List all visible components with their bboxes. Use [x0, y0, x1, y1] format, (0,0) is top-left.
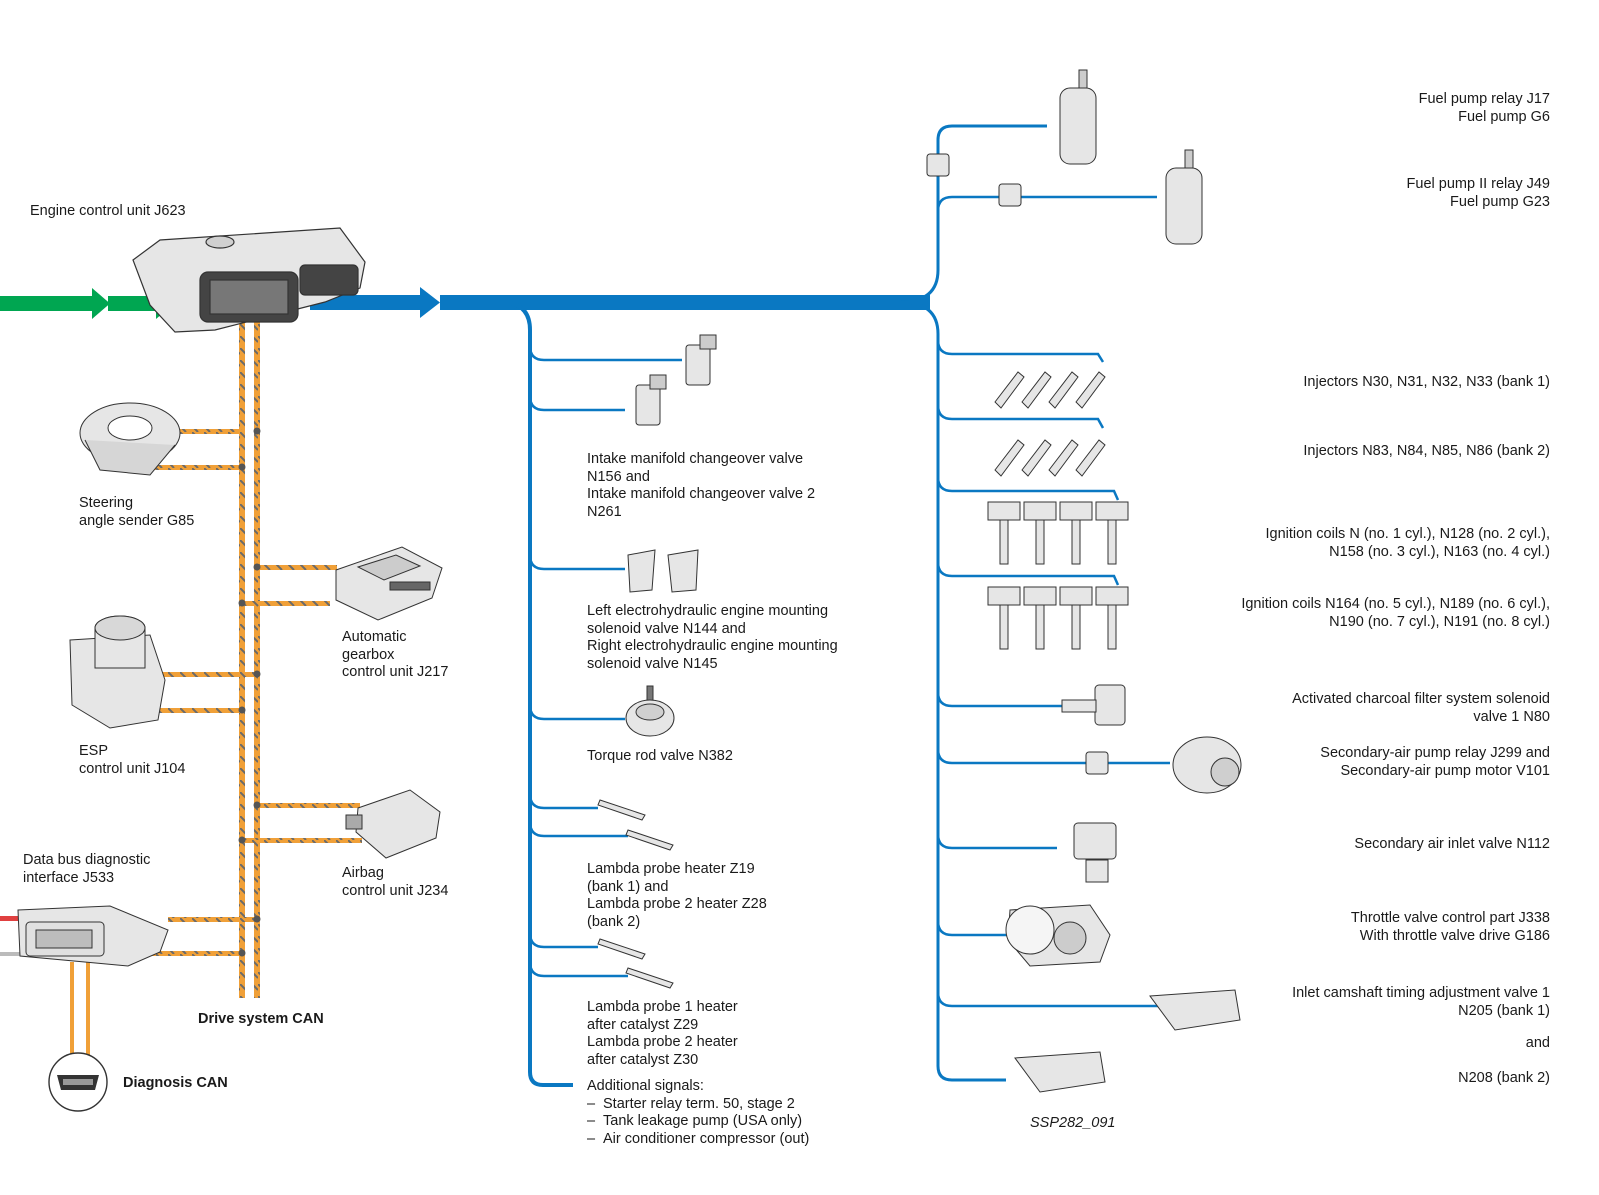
gearbox-label: Automatic gearbox control unit J217 [342, 629, 449, 680]
throttle-valve-j338 [1005, 904, 1111, 967]
drive-system-can-label: Drive system CAN [198, 1011, 324, 1027]
output-bus [310, 124, 1170, 1087]
additional-signals: Additional signals: Starter relay term. … [587, 1078, 809, 1148]
torque-rod-valve-n382 [625, 685, 675, 737]
gearbox-control-unit-j217 [335, 546, 443, 621]
diagnosis-connector [48, 1052, 108, 1112]
secondary-air-valve-label: Secondary air inlet valve N112 [1354, 836, 1550, 852]
torque-rod-label: Torque rod valve N382 [587, 748, 733, 764]
fuel-pump-2-label: Fuel pump II relay J49 Fuel pump G23 [1406, 176, 1550, 210]
esp-label: ESP control unit J104 [79, 743, 186, 777]
lambda-heater-label: Lambda probe heater Z19 (bank 1) and Lam… [587, 861, 767, 930]
airbag-control-unit-j234 [345, 789, 441, 859]
charcoal-filter-valve-n80 [1061, 684, 1126, 726]
injectors-bank-1-and-2 [994, 371, 1106, 477]
steering-angle-sender-g85 [79, 402, 181, 476]
lambda-after-catalyst-label: Lambda probe 1 heater after catalyst Z29… [587, 999, 738, 1068]
additional-signals-title: Additional signals: [587, 1078, 704, 1094]
gateway-j533-unit [17, 905, 169, 967]
engine-mount-valves-n144-n145 [627, 549, 699, 593]
secondary-air-pump-v101 [1172, 736, 1242, 794]
injectors-bank-1-label: Injectors N30, N31, N32, N33 (bank 1) [1303, 374, 1550, 390]
intake-valve-label: Intake manifold changeover valve N156 an… [587, 451, 816, 520]
diagnosis-can-label: Diagnosis CAN [123, 1075, 228, 1091]
figure-reference: SSP282_091 [1030, 1115, 1116, 1131]
ignition-coils-2-label: Ignition coils N164 (no. 5 cyl.), N189 (… [1241, 596, 1550, 630]
throttle-valve-label: Throttle valve control part J338 With th… [1350, 910, 1550, 944]
injectors-bank-2-label: Injectors N83, N84, N85, N86 (bank 2) [1303, 443, 1550, 459]
airbag-label: Airbag control unit J234 [342, 865, 449, 899]
and-label: and [1525, 1035, 1550, 1051]
additional-signals-list: Starter relay term. 50, stage 2 Tank lea… [587, 1096, 809, 1149]
fuel-pump-1-label: Fuel pump relay J17 Fuel pump G6 [1418, 91, 1550, 125]
secondary-air-inlet-valve-n112 [1073, 822, 1117, 883]
esp-control-unit-j104 [69, 615, 166, 729]
ecu-label: Engine control unit J623 [30, 203, 186, 219]
additional-signal-item: Air conditioner compressor (out) [587, 1131, 809, 1149]
ignition-coils [987, 501, 1129, 650]
camshaft-valve-label: Inlet camshaft timing adjustment valve 1… [1292, 985, 1550, 1019]
engine-mount-label: Left electrohydraulic engine mounting so… [587, 603, 838, 672]
camshaft-valves-n205-n208 [1014, 989, 1241, 1093]
lambda-probes [597, 799, 674, 989]
ignition-coils-1-label: Ignition coils N (no. 1 cyl.), N128 (no.… [1265, 526, 1550, 560]
ecu-j623-unit [132, 227, 366, 333]
fuel-pump-relays [926, 153, 1109, 775]
n208-label: N208 (bank 2) [1458, 1070, 1550, 1086]
steering-sender-label: Steering angle sender G85 [79, 495, 195, 529]
drive-system-can-bus [0, 318, 362, 1058]
fuel-pumps-g6-g23 [1059, 69, 1203, 245]
gateway-label: Data bus diagnostic interface J533 [23, 852, 151, 886]
additional-signal-item: Starter relay term. 50, stage 2 [587, 1096, 809, 1114]
secondary-air-pump-label: Secondary-air pump relay J299 and Second… [1320, 745, 1550, 779]
charcoal-filter-label: Activated charcoal filter system solenoi… [1292, 691, 1550, 725]
additional-signal-item: Tank leakage pump (USA only) [587, 1113, 809, 1131]
intake-valves-n156-n261 [635, 334, 717, 426]
